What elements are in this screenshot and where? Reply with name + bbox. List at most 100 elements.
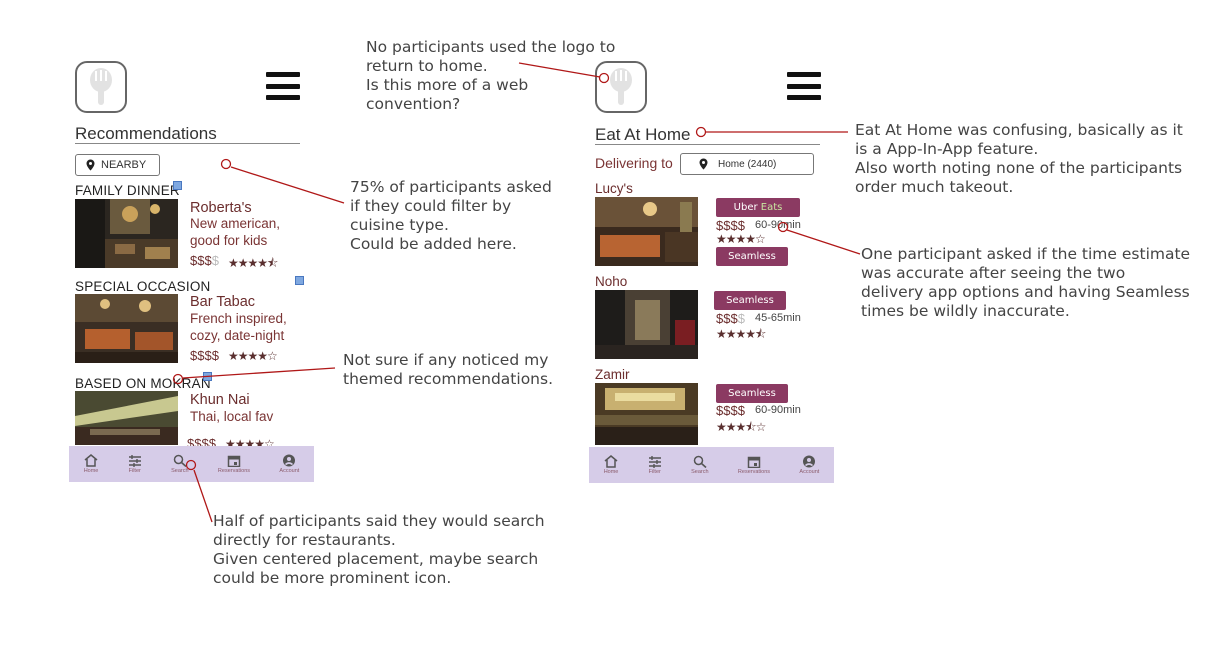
bottom-nav-bar: Home Filter Search Reservations Account xyxy=(69,446,314,482)
star-rating: ★★★⯪☆ xyxy=(716,420,766,434)
eats-highlight: Eats xyxy=(760,202,783,213)
restaurant-name[interactable]: Khun Nai xyxy=(190,392,250,408)
filter-sliders-icon xyxy=(128,455,141,467)
location-pin-icon xyxy=(86,159,95,171)
nav-label: Search xyxy=(691,469,709,475)
nav-label: Home xyxy=(603,469,619,475)
nav-search[interactable]: Search xyxy=(171,454,189,474)
spoon-fork-icon xyxy=(90,68,112,105)
seamless-label: Seamless xyxy=(726,295,774,306)
seamless-button[interactable]: Seamless xyxy=(716,384,788,403)
address-label: Home (2440) xyxy=(718,158,777,170)
restaurant-description: French inspired, cozy, date-night xyxy=(190,311,287,343)
page-title: Eat At Home xyxy=(595,125,691,144)
restaurant-name[interactable]: Noho xyxy=(595,274,628,289)
annotation-filter: 75% of participants asked if they could … xyxy=(350,178,552,253)
hamburger-menu-icon[interactable] xyxy=(787,72,821,100)
home-icon xyxy=(604,455,618,468)
annotation-time-estimate: One participant asked if the time estima… xyxy=(861,245,1191,320)
restaurant-description: Thai, local fav xyxy=(190,409,274,424)
star-rating: ★★★★⯪ xyxy=(228,256,278,270)
star-rating: ★★★★☆ xyxy=(716,232,766,246)
nearby-chip-label: NEARBY xyxy=(101,159,147,171)
section-heading-special-occasion: SPECIAL OCCASION xyxy=(75,279,211,294)
restaurant-name[interactable]: Roberta's xyxy=(190,200,252,216)
comment-marker-icon xyxy=(173,181,182,190)
star-rating: ★★★★⯪ xyxy=(716,327,766,341)
restaurant-photo[interactable] xyxy=(595,383,698,445)
restaurant-photo[interactable] xyxy=(75,294,178,363)
annotation-themed: Not sure if any noticed my themed recomm… xyxy=(343,351,553,388)
seamless-label: Seamless xyxy=(728,251,776,262)
nav-home[interactable]: Home xyxy=(83,454,99,474)
star-rating: ★★★★☆ xyxy=(228,349,278,363)
app-logo[interactable] xyxy=(75,61,127,113)
price-level: $$$$ xyxy=(716,311,745,326)
address-selector[interactable]: Home (2440) xyxy=(680,153,814,175)
uber-eats-button[interactable]: Uber Eats xyxy=(716,198,800,217)
home-icon xyxy=(84,454,98,467)
comment-marker-icon xyxy=(203,372,212,381)
account-icon xyxy=(803,455,816,468)
nav-filter[interactable]: Filter xyxy=(648,455,662,475)
nav-label: Reservations xyxy=(737,469,771,475)
connector-dot xyxy=(220,158,232,170)
restaurant-name[interactable]: Lucy's xyxy=(595,181,633,196)
filter-sliders-icon xyxy=(648,456,661,468)
annotation-eat-at-home: Eat At Home was confusing, basically as … xyxy=(855,121,1183,196)
location-pin-icon xyxy=(699,158,708,170)
nav-account[interactable]: Account xyxy=(279,454,299,474)
restaurant-photo[interactable] xyxy=(75,199,178,268)
calendar-icon xyxy=(227,455,241,467)
nav-reservations[interactable]: Reservations xyxy=(738,455,770,475)
annotation-search: Half of participants said they would sea… xyxy=(213,512,545,587)
title-divider xyxy=(75,143,300,144)
nav-label: Filter xyxy=(128,468,141,474)
restaurant-photo[interactable] xyxy=(595,290,698,359)
connector-time xyxy=(786,229,861,255)
delivering-to-label: Delivering to xyxy=(595,155,673,171)
nav-label: Filter xyxy=(648,469,661,475)
restaurant-photo[interactable] xyxy=(595,197,698,266)
section-heading-family-dinner: FAMILY DINNER xyxy=(75,183,180,198)
delivery-eta: 45-65min xyxy=(755,312,801,324)
search-icon xyxy=(173,454,187,467)
title-divider xyxy=(595,144,820,145)
nav-label: Search xyxy=(171,468,189,474)
restaurant-name[interactable]: Zamir xyxy=(595,367,630,382)
seamless-button[interactable]: Seamless xyxy=(716,247,788,266)
page-title: Recommendations xyxy=(75,124,217,143)
nav-label: Reservations xyxy=(217,468,251,474)
restaurant-photo[interactable] xyxy=(75,391,178,445)
nearby-filter-chip[interactable]: NEARBY xyxy=(75,154,160,176)
restaurant-name[interactable]: Bar Tabac xyxy=(190,294,256,310)
spoon-fork-icon xyxy=(610,68,632,105)
bottom-nav-bar: Home Filter Search Reservations Account xyxy=(589,447,834,483)
uber-eats-label: Uber Eats xyxy=(733,202,783,213)
delivery-eta: 60-90min xyxy=(755,219,801,231)
nav-filter[interactable]: Filter xyxy=(128,454,142,474)
restaurant-description: New american, good for kids xyxy=(190,216,281,248)
seamless-button[interactable]: Seamless xyxy=(714,291,786,310)
delivery-eta: 60-90min xyxy=(755,404,801,416)
price-level: $$$$ xyxy=(716,218,745,233)
hamburger-menu-icon[interactable] xyxy=(266,72,300,100)
nav-reservations[interactable]: Reservations xyxy=(218,454,250,474)
annotation-logo: No participants used the logo to return … xyxy=(366,38,616,113)
calendar-icon xyxy=(747,456,761,468)
nav-home[interactable]: Home xyxy=(603,455,619,475)
nav-label: Account xyxy=(799,469,820,475)
nav-account[interactable]: Account xyxy=(799,455,819,475)
connector-dot xyxy=(695,126,707,138)
nav-label: Home xyxy=(83,468,99,474)
nav-label: Account xyxy=(279,468,300,474)
seamless-label: Seamless xyxy=(728,388,776,399)
search-icon xyxy=(693,455,707,468)
account-icon xyxy=(283,454,296,467)
comment-marker-icon xyxy=(295,276,304,285)
nav-search[interactable]: Search xyxy=(691,455,709,475)
section-heading-based-on: BASED ON MOKRAN xyxy=(75,376,211,391)
price-level: $$$$ xyxy=(190,253,219,268)
app-logo[interactable] xyxy=(595,61,647,113)
price-level: $$$$ xyxy=(190,348,219,363)
